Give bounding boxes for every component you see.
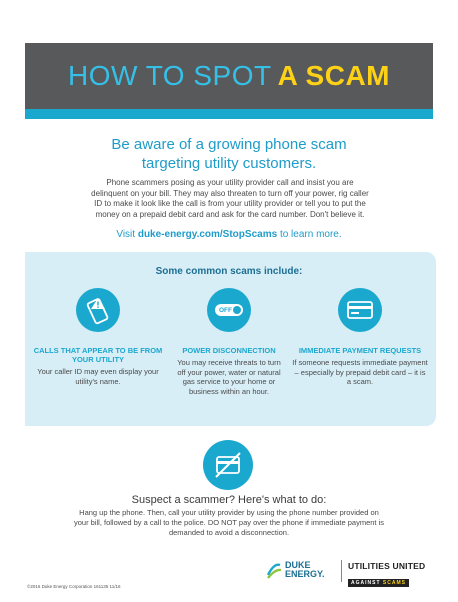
headline-line-1: Be aware of a growing phone scam	[111, 136, 347, 153]
headline-line-2: targeting utility customers.	[141, 155, 317, 172]
intro-paragraph: Phone scammers posing as your utility pr…	[91, 178, 369, 219]
scam-item-payment: IMMEDIATE PAYMENT REQUESTS If someone re…	[292, 288, 428, 387]
no-card-icon	[203, 440, 253, 490]
phone-alert-icon	[76, 288, 120, 332]
scam-heading-disconnection: POWER DISCONNECTION	[182, 346, 276, 355]
common-scams-title: Some common scams include:	[155, 266, 303, 277]
uu-scams: SCAMS	[382, 580, 406, 586]
duke-line-2: ENERGY.	[285, 569, 325, 579]
uu-line-2: AGAINST SCAMS	[348, 579, 409, 587]
duke-energy-logo: DUKE ENERGY.	[266, 561, 325, 579]
duke-line-1: DUKE	[285, 560, 311, 570]
title-part-1: HOW TO SPOT	[68, 60, 272, 91]
duke-energy-mark-icon	[266, 563, 282, 579]
off-toggle-label: OFF	[219, 306, 232, 314]
visit-suffix: to learn more.	[279, 229, 342, 240]
scam-heading-calls: CALLS THAT APPEAR TO BE FROM YOUR UTILIT…	[33, 346, 163, 364]
scam-item-disconnection: OFF POWER DISCONNECTION You may receive …	[161, 288, 297, 396]
common-scams-panel	[25, 252, 436, 426]
advice-paragraph: Hang up the phone. Then, call your utili…	[74, 508, 385, 537]
utilities-united-logo: UTILITIES UNITED AGAINST SCAMS	[348, 561, 425, 589]
suspect-heading: Suspect a scammer? Here's what to do:	[131, 494, 327, 506]
visit-prefix: Visit	[116, 229, 136, 240]
uu-line-1: UTILITIES UNITED	[348, 561, 426, 571]
credit-card-icon	[338, 288, 382, 332]
footer-divider	[341, 560, 342, 582]
scam-body-disconnection: You may receive threats to turn off your…	[177, 358, 281, 396]
scam-heading-payment: IMMEDIATE PAYMENT REQUESTS	[298, 346, 422, 355]
visit-line: Visit duke-energy.com/StopScams to learn…	[0, 229, 458, 240]
scam-body-payment: If someone requests immediate payment – …	[292, 358, 428, 386]
copyright-text: ©2016 Duke Energy Corporation 161135 11/…	[27, 584, 121, 589]
banner-accent-bar	[25, 109, 433, 119]
headline: Be aware of a growing phone scam targeti…	[0, 135, 458, 173]
title-part-2: A SCAM	[277, 60, 390, 91]
stop-scams-link[interactable]: duke-energy.com/StopScams	[137, 229, 278, 240]
power-off-icon: OFF	[207, 288, 251, 332]
scam-item-caller-id: CALLS THAT APPEAR TO BE FROM YOUR UTILIT…	[30, 288, 166, 386]
scam-body-calls: Your caller ID may even display your uti…	[37, 367, 159, 386]
uu-against: AGAINST	[351, 580, 381, 586]
